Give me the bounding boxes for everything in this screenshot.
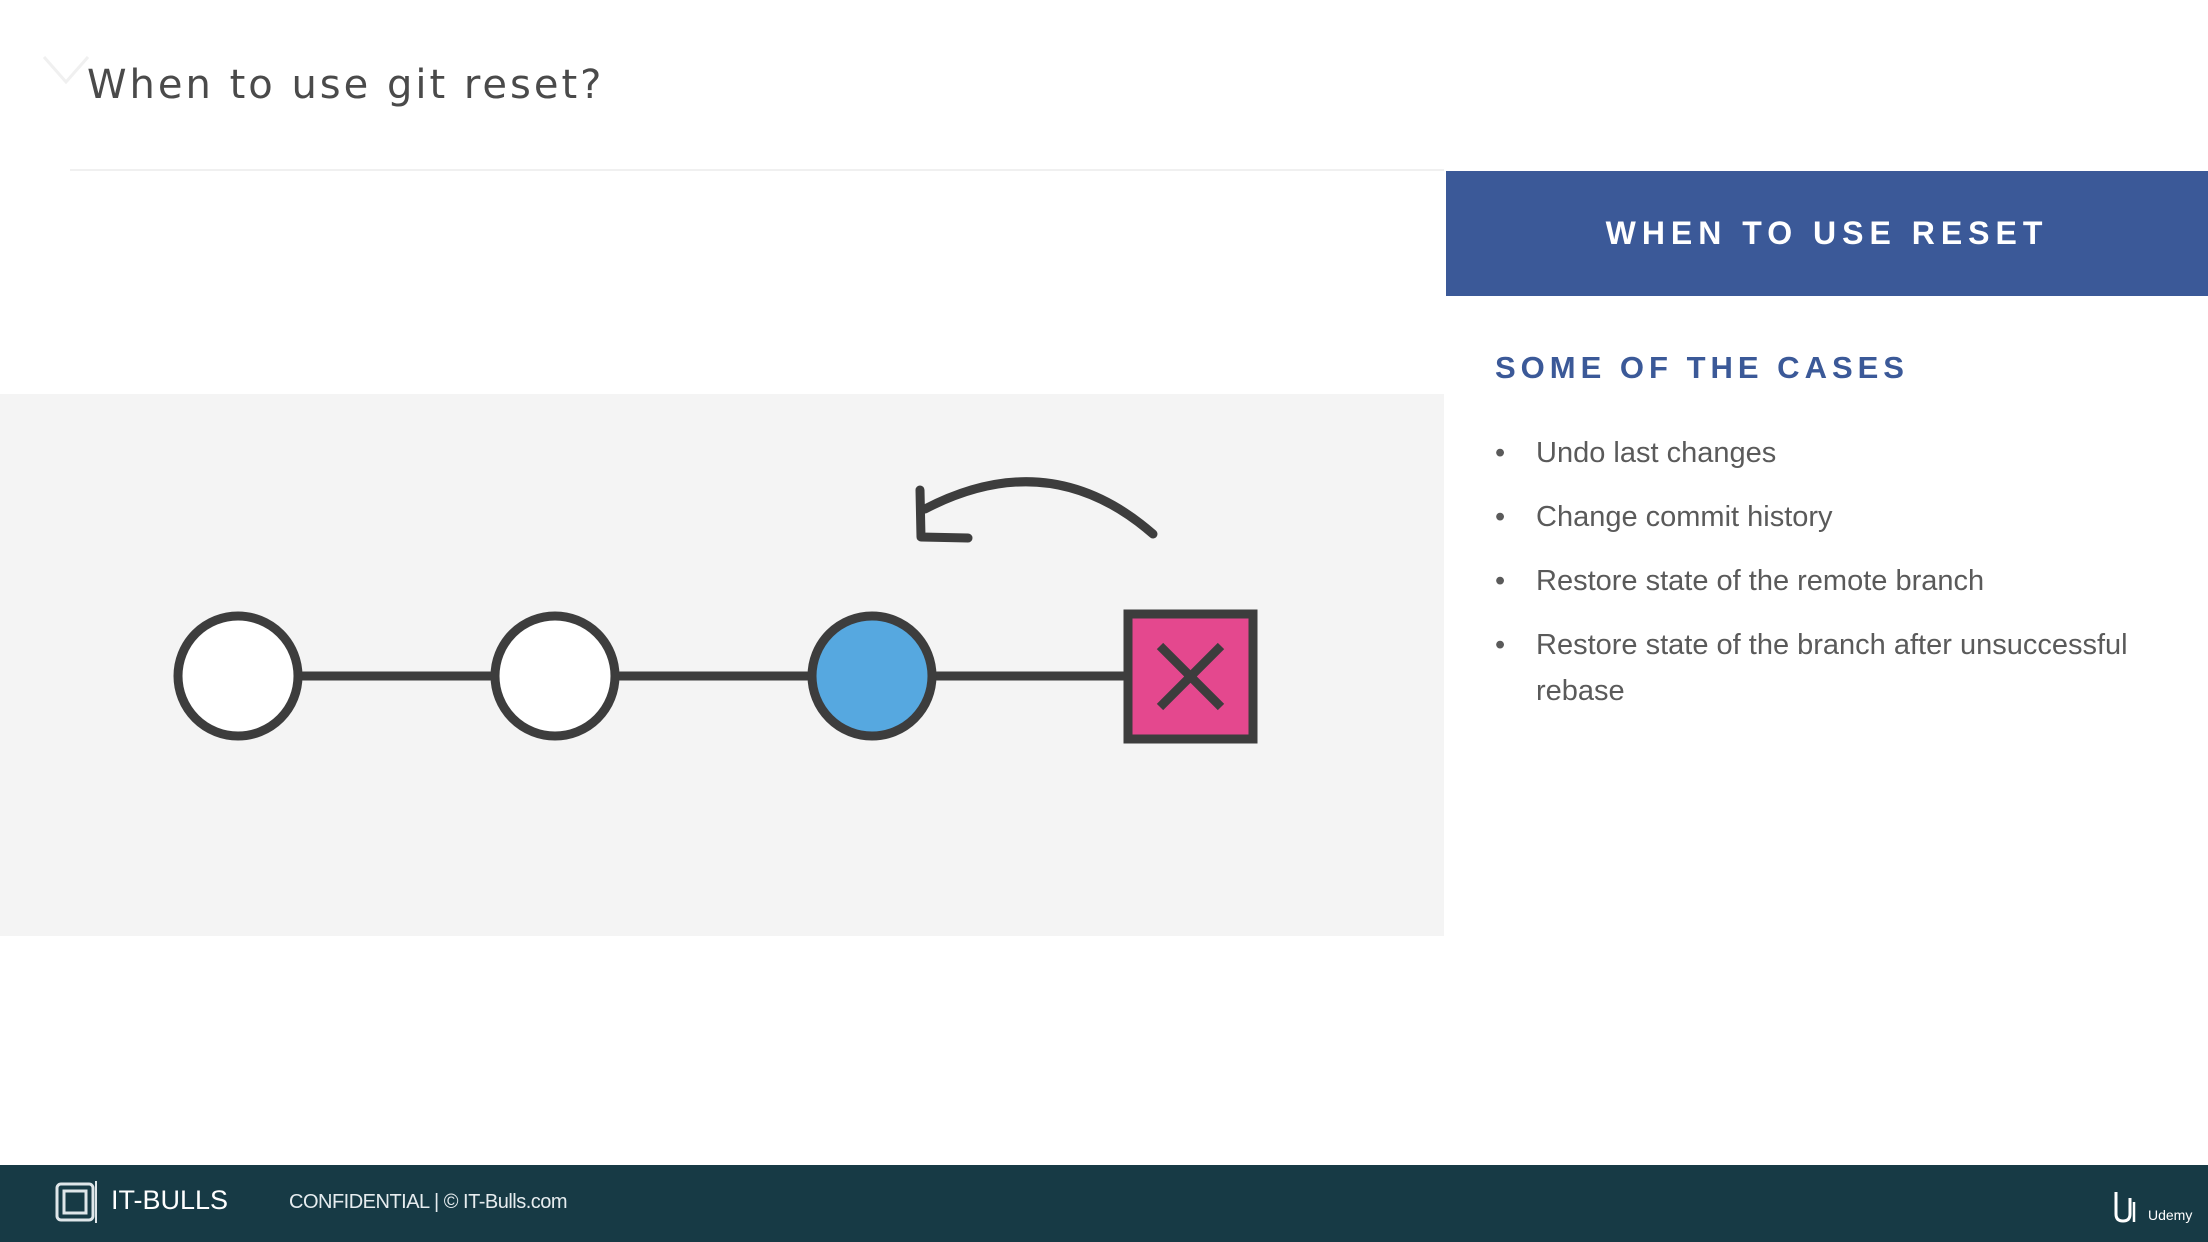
list-item: • Restore state of the remote branch bbox=[1495, 558, 2175, 604]
footer-confidential: CONFIDENTIAL | © IT-Bulls.com bbox=[289, 1191, 568, 1213]
panel-header: WHEN TO USE RESET bbox=[1446, 171, 2208, 296]
bullet: • bbox=[1495, 565, 1506, 597]
footer-brand: IT-BULLS bbox=[111, 1185, 229, 1215]
x-mark-icon bbox=[1156, 642, 1225, 711]
corner-chevron-mark bbox=[42, 56, 90, 85]
list-item: • Change commit history bbox=[1495, 494, 2175, 540]
panel-subheading: SOME OF THE CASES bbox=[1495, 350, 1909, 385]
bullet: • bbox=[1495, 501, 1506, 533]
commit-node-reset-target bbox=[807, 611, 937, 741]
bullet: • bbox=[1495, 629, 1506, 661]
list-item: • Restore state of the branch after unsuc… bbox=[1495, 622, 2175, 714]
commit-node-2 bbox=[490, 611, 620, 741]
commit-node-1 bbox=[173, 611, 303, 741]
footer-bar bbox=[0, 1165, 2208, 1242]
commit-diagram bbox=[173, 477, 1258, 744]
discarded-commit bbox=[1123, 609, 1258, 744]
case-text: Undo last changes bbox=[1536, 437, 1777, 469]
case-text: Restore state of the remote branch bbox=[1536, 565, 1985, 597]
cases-panel bbox=[1444, 171, 2208, 1165]
case-text: Change commit history bbox=[1536, 501, 1833, 533]
footer-platform: Udemy bbox=[2148, 1207, 2193, 1223]
case-text: Restore state of the branch after unsucc… bbox=[1536, 629, 2128, 707]
curved-back-arrow-icon bbox=[915, 477, 1158, 543]
udemy-logo-icon bbox=[2114, 1192, 2136, 1223]
it-bulls-logo-icon bbox=[55, 1181, 97, 1223]
list-item: • Undo last changes bbox=[1495, 430, 2175, 476]
case-list: • Undo last changes • Change commit histor… bbox=[1495, 430, 2175, 732]
bullet: • bbox=[1495, 437, 1506, 469]
slide-title: When to use git reset? bbox=[87, 62, 605, 108]
title-divider bbox=[70, 169, 1444, 171]
